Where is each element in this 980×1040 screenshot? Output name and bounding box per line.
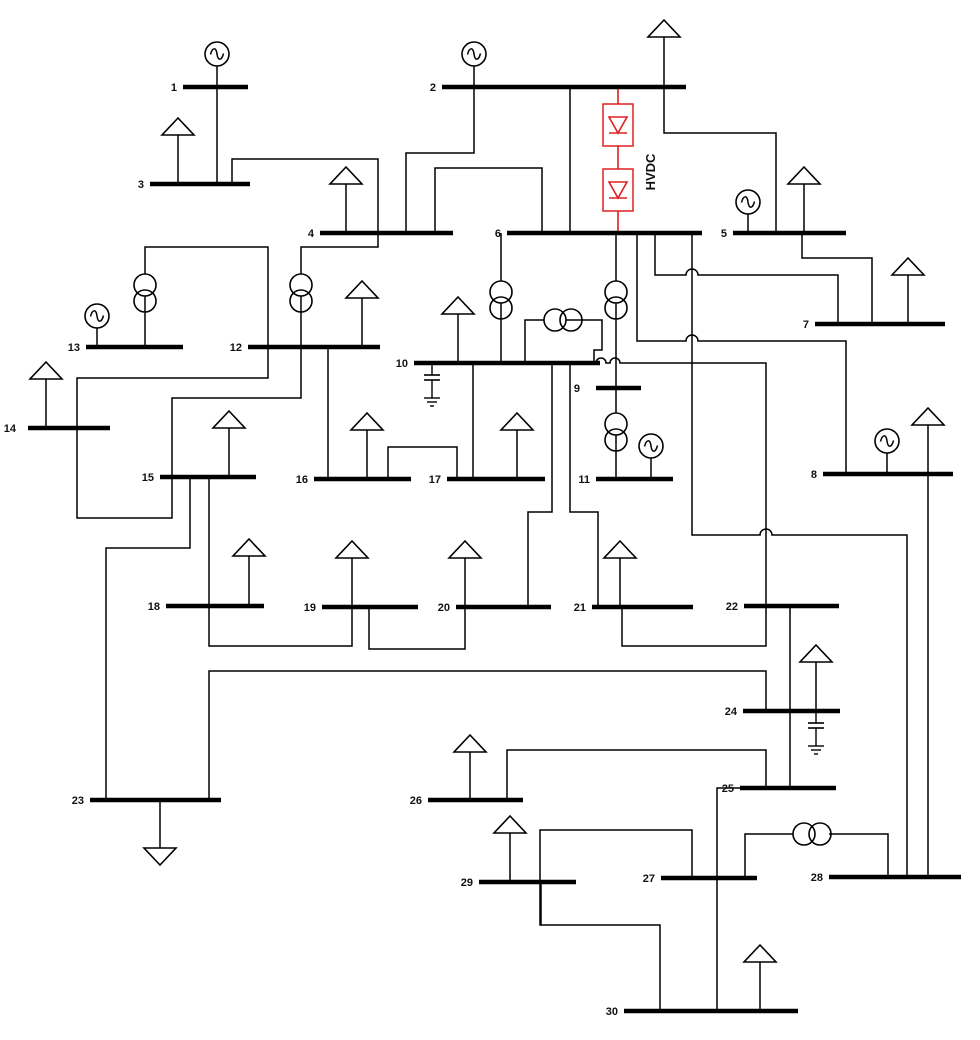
bus-19-label: 19 [304,602,316,614]
bus-15-label: 15 [142,472,154,484]
line-6-7 [654,233,839,324]
load-3-icon [161,117,195,136]
capacitor-10-icon [423,362,441,407]
load-14-icon [29,361,63,380]
bus-1-label: 1 [171,82,177,94]
generator-8-icon [874,428,900,454]
line-12-13 [76,246,269,519]
bus-24-label: 24 [725,706,738,718]
line-10-20 [527,363,553,607]
line-15-23 [105,477,191,800]
bus-3-label: 3 [138,179,144,191]
load-23-icon [143,847,177,866]
load-20-icon [448,540,482,559]
bus-5-label: 5 [721,228,727,240]
hvdc-converter-1-icon [602,103,634,147]
transformer-27-28-icon [792,822,832,846]
load-15-icon [212,410,246,429]
load-17-icon [500,412,534,431]
bus-28-label: 28 [811,872,823,884]
line-2-5 [663,87,777,233]
bus-17-label: 17 [429,474,441,486]
load-29-icon [493,815,527,834]
bus-8-label: 8 [811,469,817,481]
load-18-icon [232,538,266,557]
bus-20-label: 20 [438,602,450,614]
load-26-icon [453,734,487,753]
load-24-icon [799,644,833,663]
line-4-12 [300,233,379,347]
bus-2-label: 2 [430,82,436,94]
line-23-24 [208,670,767,800]
hvdc-label: HVDC [643,153,658,190]
load-4-icon [329,166,363,185]
line-5-7 [801,233,873,324]
load-16-icon [350,412,384,431]
bus-9-label: 9 [574,383,580,395]
bus-14-label: 14 [4,423,17,435]
line-15-18 [208,477,353,647]
generators [84,41,900,479]
line-21-22 [621,606,767,647]
bus-4-label: 4 [308,228,315,240]
bus-12-label: 12 [230,342,242,354]
line-4-6 [434,167,543,233]
line-3-4 [231,158,379,233]
line-12-15 [171,347,302,477]
bus-6-label: 6 [495,228,501,240]
line-16-17 [387,446,458,479]
load-21-icon [603,540,637,559]
generator-1-icon [204,41,230,67]
bus-23-label: 23 [72,795,84,807]
bus-16-label: 16 [296,474,308,486]
bus-30-label: 30 [606,1006,618,1018]
bus-7-label: 7 [803,319,809,331]
line-27-28 [744,833,889,878]
line-27-29 [539,829,693,1011]
bus-27-label: 27 [643,873,655,885]
bus-21-label: 21 [574,602,586,614]
generator-11-icon [638,433,664,459]
line-25-26 [506,749,767,800]
hvdc-converter-2-icon [602,168,634,212]
line-6-8 [636,233,847,474]
bus-26-label: 26 [410,795,422,807]
transformers [133,273,832,846]
hvdc-link: HVDC [602,87,658,233]
load-19-icon [335,540,369,559]
line-2-4 [405,87,475,233]
line-25-27 [716,787,740,1011]
bus-25-label: 25 [722,783,734,795]
capacitor-24-icon [807,710,825,755]
load-5-icon [787,166,821,185]
bus-11-label: 11 [578,474,590,486]
load-7-icon [891,257,925,276]
load-8-icon [911,407,945,426]
bus-13-label: 13 [68,342,80,354]
bus-29-label: 29 [461,877,473,889]
bus-18-label: 18 [148,601,160,613]
line-19-20 [368,607,466,650]
generator-5-icon [735,189,761,215]
generator-2-icon [461,41,487,67]
line-10-22 [594,357,767,606]
load-30-icon [743,944,777,963]
load-10-icon [441,296,475,315]
line-10-21 [569,363,599,607]
busbars [28,84,961,1014]
line-6-28 [691,233,908,877]
load-2-icon [647,19,681,38]
load-12-icon [345,280,379,299]
generator-13-icon [84,303,110,329]
bus-22-label: 22 [726,601,738,613]
branch-lines [76,87,929,1011]
loads [29,19,945,1011]
bus-10-label: 10 [396,358,408,370]
line-9-10 [524,319,603,363]
